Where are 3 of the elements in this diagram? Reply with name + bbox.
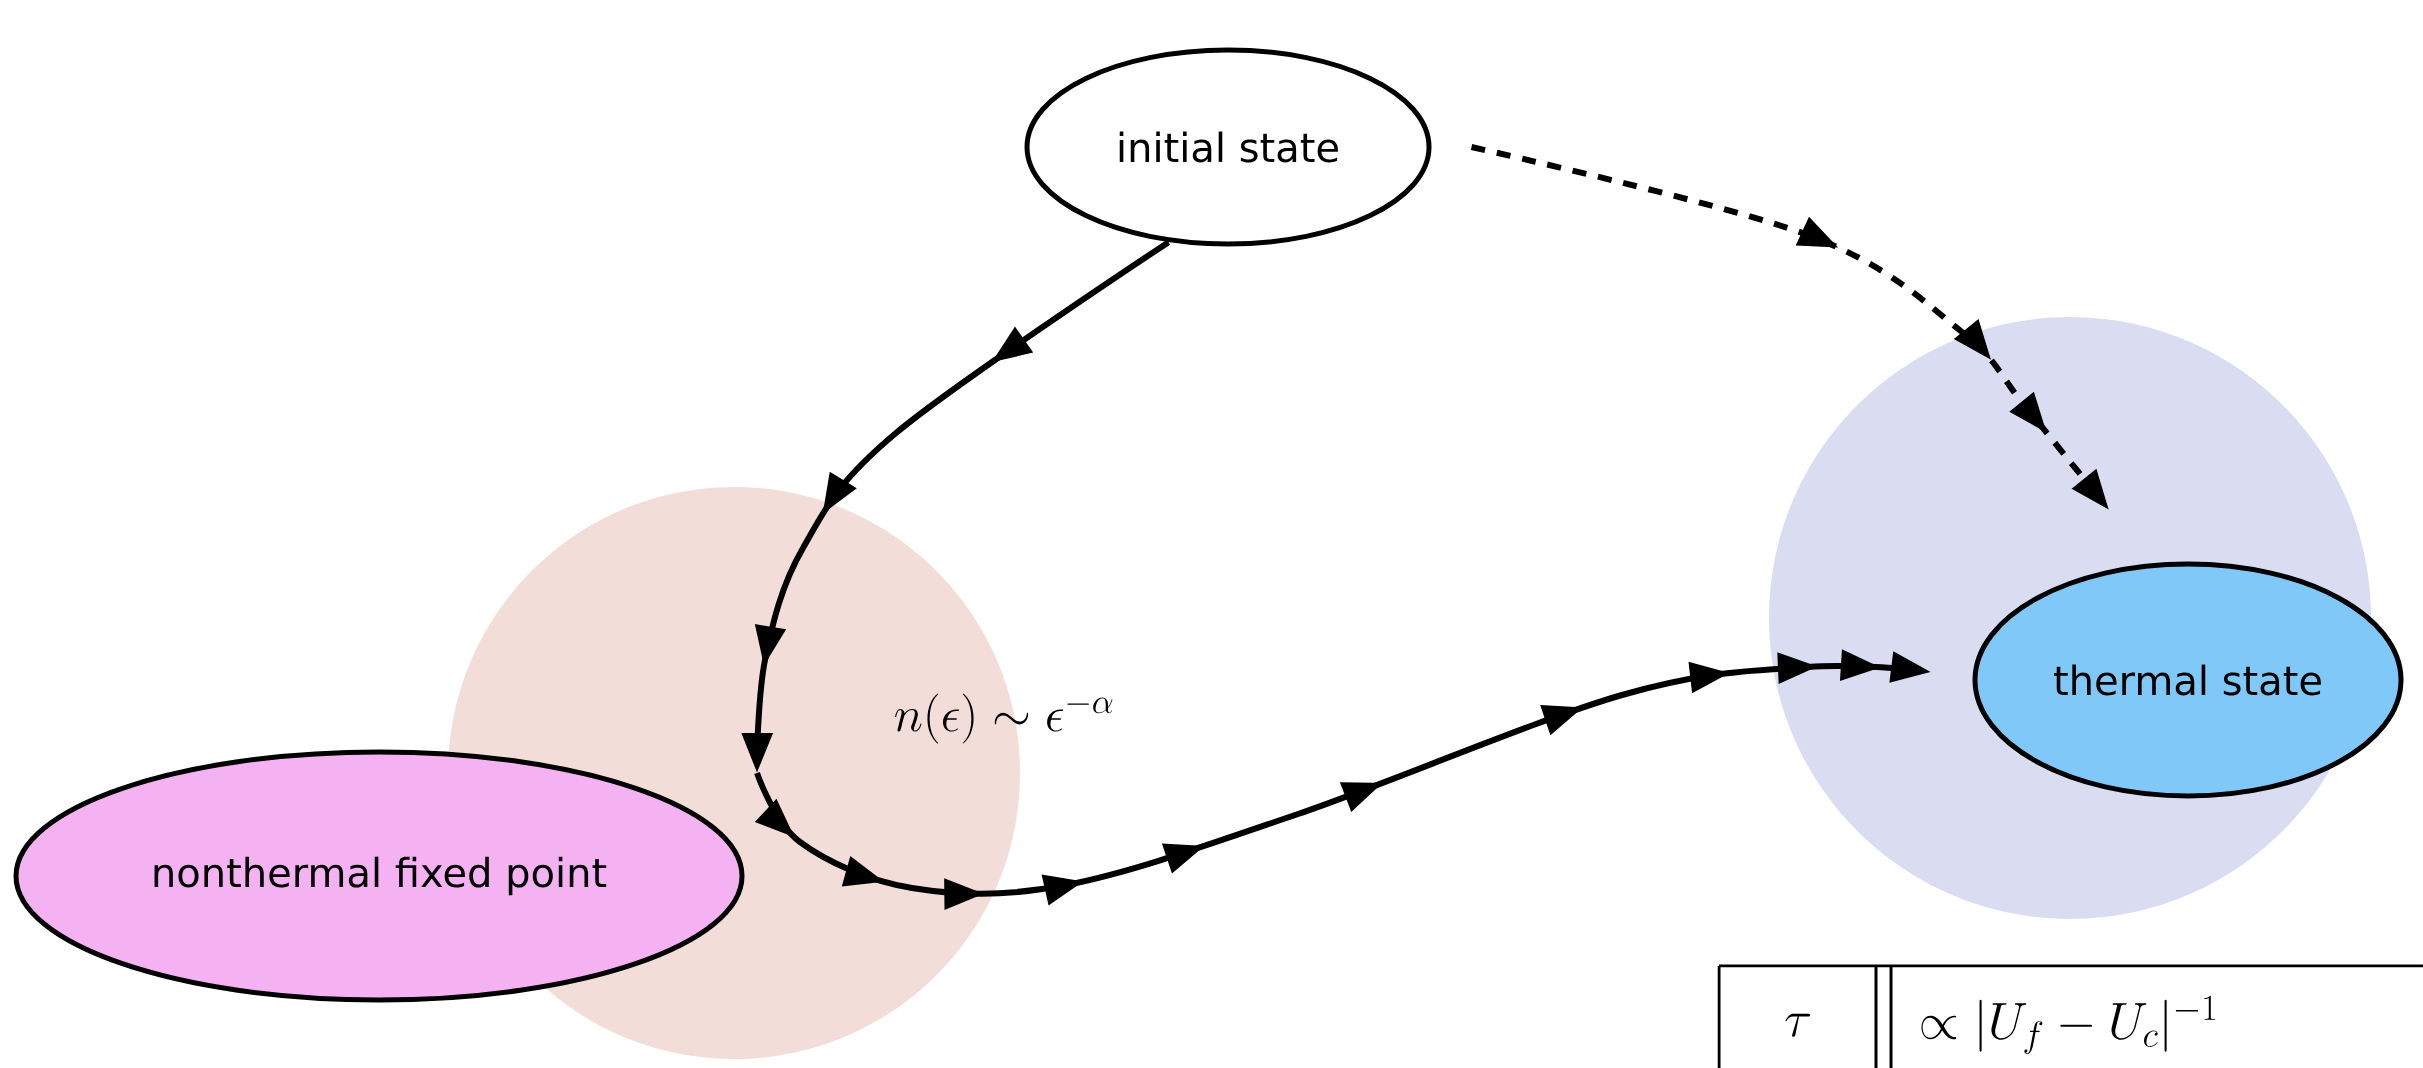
table-cell: $\tau$ [1785,1013,1810,1037]
table-cell: $\propto |U_f - U_c|^{-1}$ [1921,995,2216,1054]
scaling-formula: $n(\epsilon) \sim \epsilon^{-\alpha}$ [895,693,1113,744]
